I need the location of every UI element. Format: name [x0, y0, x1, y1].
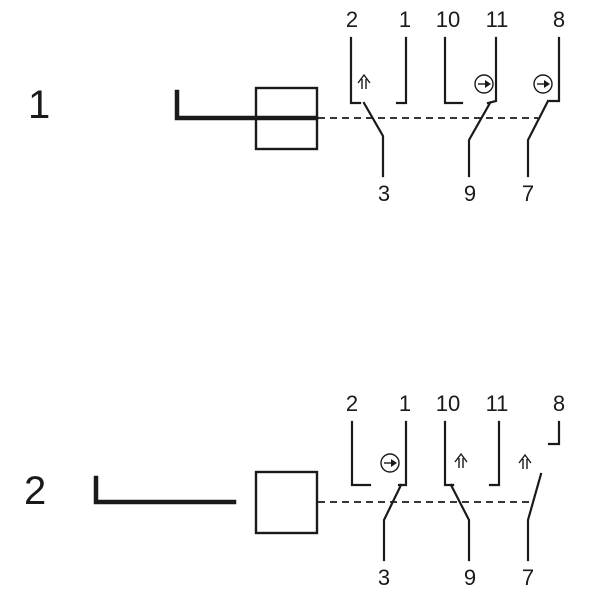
row-1-pin-label: 10 [436, 7, 460, 32]
row-1-pin-label: 11 [486, 7, 509, 32]
row-1-switch-blade-7 [526, 99, 550, 178]
row-2-terminal-8 [547, 420, 561, 446]
row-2-actuator-lever [93, 475, 237, 505]
row-1-terminal-2 [349, 36, 362, 105]
row-2-pin-label: 3 [378, 565, 390, 590]
row-2-switch-blade-9 [449, 483, 471, 562]
row-1-actuator-lever [174, 89, 319, 121]
row-2-switch-blade-3 [382, 483, 403, 562]
arrow-up-icon [357, 73, 371, 89]
row-2: 2 2 1 10 11 8 [24, 391, 565, 590]
row-1-terminal-1 [395, 36, 408, 105]
circle-arrow-icon [474, 74, 494, 94]
circle-arrow-icon [533, 74, 553, 94]
row-2-terminal-11 [488, 420, 501, 487]
row-2-label: 2 [24, 469, 46, 513]
row-2-coil-box [254, 470, 319, 535]
row-2-terminal-2 [350, 420, 372, 487]
row-2-pin-label: 1 [399, 391, 411, 416]
row-1-pin-label: 3 [378, 181, 390, 206]
row-1-pin-label: 2 [346, 7, 358, 32]
row-1-label: 1 [28, 83, 50, 127]
row-1-pin-label: 7 [522, 181, 534, 206]
row-2-terminal-10 [443, 420, 455, 487]
row-2-terminal-1 [397, 420, 408, 487]
arrow-up-icon [518, 453, 532, 469]
row-2-pin-label: 7 [522, 565, 534, 590]
row-1-terminal-8 [548, 36, 561, 103]
row-1-terminal-10 [443, 36, 464, 105]
row-1: 1 2 1 10 11 8 [28, 7, 565, 206]
row-2-switch-blade-7 [526, 472, 543, 562]
row-1-pin-label: 9 [464, 181, 476, 206]
arrow-up-icon [454, 452, 468, 468]
row-2-pin-label: 9 [464, 565, 476, 590]
row-2-pin-label: 8 [553, 391, 565, 416]
row-1-terminal-11 [486, 36, 498, 105]
circle-arrow-icon [380, 453, 400, 473]
row-1-switch-blade-3 [362, 101, 385, 178]
row-1-coil-box [254, 86, 319, 151]
row-2-pin-label: 11 [486, 391, 509, 416]
row-1-pin-label: 8 [553, 7, 565, 32]
row-2-pin-label: 2 [346, 391, 358, 416]
row-1-switch-blade-9 [467, 101, 492, 178]
row-1-pin-label: 1 [399, 7, 411, 32]
row-2-pin-label: 10 [436, 391, 460, 416]
